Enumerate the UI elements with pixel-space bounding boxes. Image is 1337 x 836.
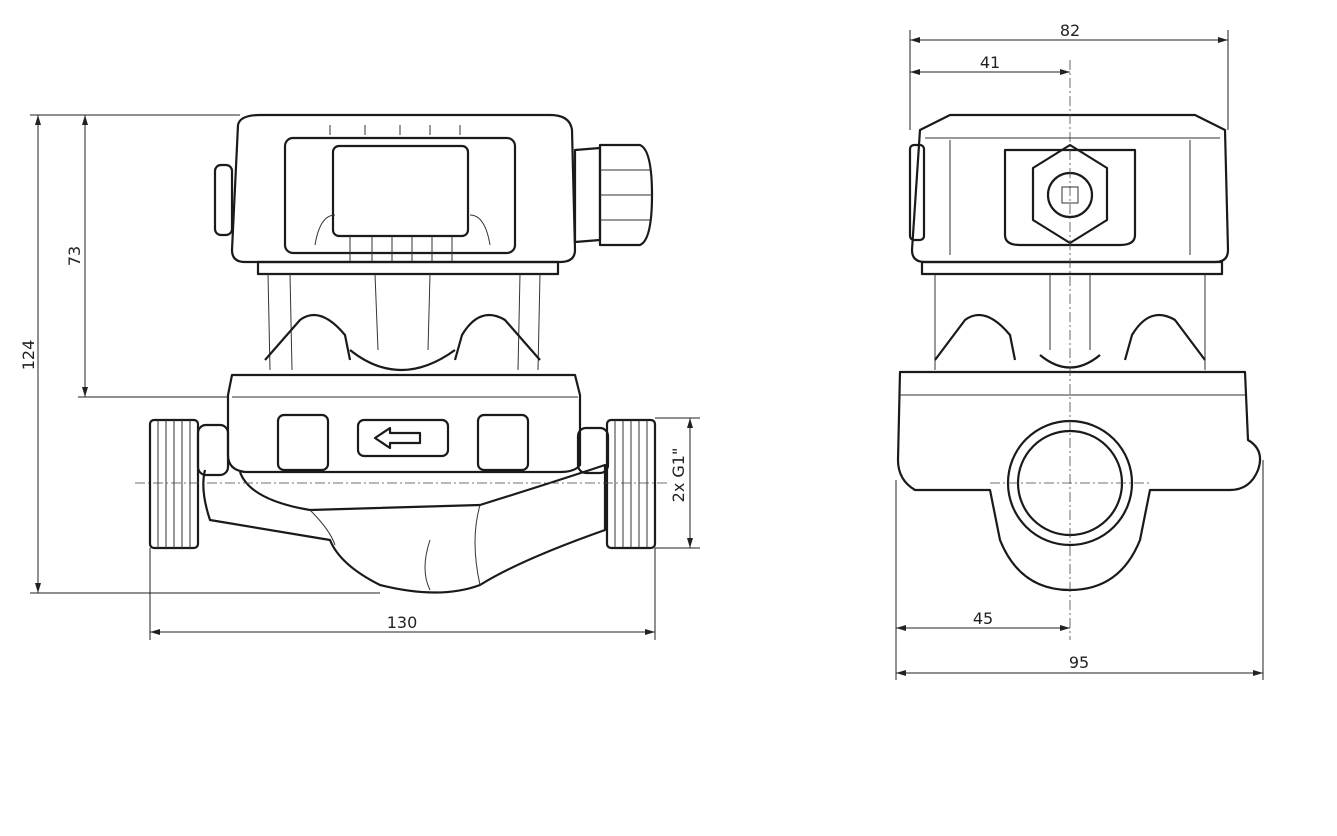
dim-half-width: 41 xyxy=(980,53,1000,72)
dim-depth: 95 xyxy=(1069,653,1089,672)
pump-side-view: 124 73 130 2x G1" xyxy=(19,113,700,640)
flow-direction-arrow-icon xyxy=(373,426,422,450)
dim-length: 130 xyxy=(387,613,418,632)
pump-front-view: 82 41 45 95 xyxy=(895,21,1264,680)
dim-thread: 2x G1" xyxy=(669,448,688,503)
dim-axis-offset: 45 xyxy=(973,609,993,628)
flow-arrow-plate xyxy=(356,418,450,458)
dim-total-height: 124 xyxy=(19,340,38,371)
dim-housing-height: 73 xyxy=(65,246,84,266)
dim-width: 82 xyxy=(1060,21,1080,40)
